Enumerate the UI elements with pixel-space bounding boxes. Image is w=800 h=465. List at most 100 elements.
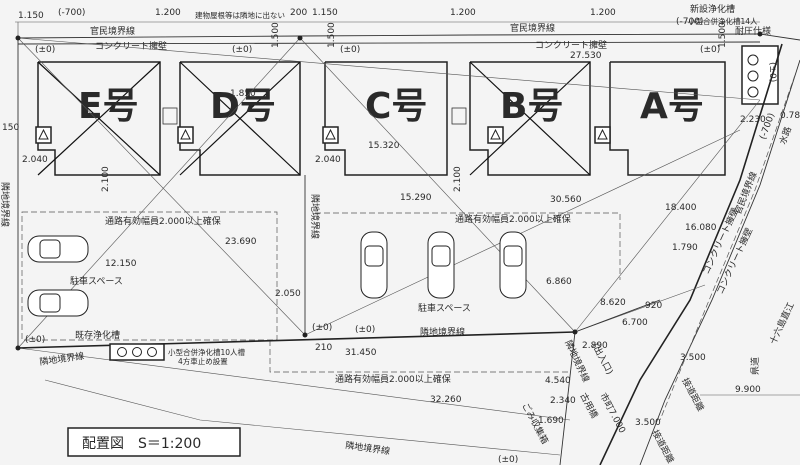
dim-2100-right: 2.100 — [453, 166, 463, 192]
dim-30560: 30.560 — [550, 195, 582, 205]
dim-1690: 1.690 — [538, 416, 564, 426]
dim-920: 920 — [645, 301, 662, 311]
existing-septic-label: 既存浄化槽 — [75, 329, 120, 341]
concrete-retaining-label-left: コンクリート擁壁 — [95, 40, 167, 52]
level-minus700-left: (-700) — [58, 8, 85, 18]
dim-2040-mid: 2.040 — [315, 155, 341, 165]
unit-E: E号 — [35, 61, 161, 176]
road-width-label-bottom: 通路有効幅員2.000以上確保 — [335, 373, 451, 385]
entrance-left-edge — [559, 331, 576, 465]
dim-3500-a: 3.500 — [680, 353, 706, 363]
dim-32260: 32.260 — [430, 395, 462, 405]
unit-C-label: C号 — [365, 86, 427, 127]
parking-label-center: 駐車スペース — [418, 302, 471, 314]
dim-15290: 15.290 — [400, 193, 432, 203]
dim-1500-a: 1.500 — [271, 22, 281, 48]
road-width-label-1: 通路有効幅員2.000以上確保 — [105, 215, 221, 227]
right-boundary-line — [599, 43, 783, 465]
dim-1200-c: 1.200 — [590, 8, 616, 18]
dim-8620: 8.620 — [600, 298, 626, 308]
dim-1200-a: 1.200 — [155, 8, 181, 18]
diag-top-long — [17, 37, 761, 101]
road-distance-label-2: 接道距離 — [649, 428, 677, 465]
road-edge-line — [639, 59, 800, 465]
car-body — [360, 231, 388, 299]
level-zero-bottom-left: (±0) — [25, 335, 45, 345]
ancient-road-label: 古用橋 — [577, 391, 600, 420]
boundary-point — [15, 345, 21, 351]
car-body — [27, 235, 89, 263]
prefecture-road-label: 県道 — [749, 357, 761, 375]
driveway-top-line — [315, 212, 621, 280]
dim-0780: 0.780 — [780, 111, 800, 121]
dim-9900: 9.900 — [735, 385, 761, 395]
dim-2050: 2.050 — [275, 289, 301, 299]
septic-manhole-2 — [747, 70, 759, 82]
car-center-3 — [499, 231, 527, 299]
dim-3500-b: 3.500 — [635, 418, 661, 428]
unit-C-entry-triangle-icon — [325, 128, 336, 140]
septic-10-label: 小型合併浄化槽10人槽 — [168, 347, 246, 357]
car-left-1 — [27, 235, 89, 263]
public-boundary-label-right: 官民境界線 — [510, 22, 555, 34]
dim-1790: 1.790 — [672, 243, 698, 253]
driveway-bottom-line — [269, 340, 570, 373]
road-center-line — [659, 74, 796, 421]
dim-2340: 2.340 — [550, 396, 576, 406]
unit-E-entry-triangle-icon — [38, 128, 49, 140]
unit-B-stair — [451, 107, 467, 125]
plan-title: 配置図 S＝1:200 — [82, 436, 201, 452]
unit-B: B号 — [451, 61, 591, 176]
car-center-2 — [427, 231, 455, 299]
entrance-top-edge — [574, 299, 661, 333]
car-body — [27, 289, 89, 317]
neighbor-boundary-label-bottom-left: 隣地境界線 — [39, 350, 85, 368]
level-zero-bottom-center: (±0) — [355, 325, 375, 335]
unit-B-entry-triangle-icon — [490, 128, 501, 140]
car-window — [431, 245, 451, 267]
unit-A-entry-triangle-icon — [597, 128, 608, 140]
car-stop-label: 4方車止め設置 — [178, 356, 228, 366]
car-window — [39, 239, 61, 259]
car-window — [364, 245, 384, 267]
unit-E-label: E号 — [78, 86, 139, 127]
retaining-wall-line — [17, 41, 761, 45]
diag-right-short — [574, 99, 761, 333]
dim-2890: 2.890 — [582, 341, 608, 351]
unit-B-cross-b — [469, 61, 591, 176]
unit-D-label: D号 — [210, 86, 276, 127]
top-right-boundary — [759, 33, 800, 41]
level-zero-septic: (±0) — [767, 62, 777, 82]
dim-1200-b: 1.200 — [450, 8, 476, 18]
existing-septic-tank — [109, 343, 165, 361]
dim-1500-c: 1.500 — [718, 22, 728, 48]
septic-manhole-1 — [747, 54, 759, 66]
neighbor-boundary-label-center: 隣地境界線 — [420, 326, 465, 338]
septic-manhole-3 — [747, 86, 759, 98]
neighbor-boundary-label-left: 隣地境界線 — [0, 182, 11, 227]
level-zero-top-left: (±0) — [35, 45, 55, 55]
dim-23690: 23.690 — [225, 237, 257, 247]
car-window — [503, 245, 523, 267]
unit-B-label: B号 — [500, 86, 563, 127]
car-center-1 — [360, 231, 388, 299]
dim-27530: 27.530 — [570, 51, 602, 61]
level-zero-top-c: (±0) — [340, 45, 360, 55]
dim-2100-left: 2.100 — [101, 166, 111, 192]
public-boundary-label-left: 官民境界線 — [90, 25, 135, 37]
title-box — [67, 427, 241, 457]
concrete-retaining-label-right: コンクリート擁壁 — [535, 39, 607, 51]
dim-18400: 18.400 — [665, 203, 697, 213]
existing-manhole-3 — [147, 347, 157, 357]
road-width-label-2: 通路有効幅員2.000以上確保 — [455, 213, 571, 225]
unit-D-stair — [162, 107, 178, 125]
boundary-point — [757, 31, 763, 37]
dim-210: 210 — [315, 343, 332, 353]
dim-150: 150 — [2, 123, 19, 133]
car-body — [499, 231, 527, 299]
level-zero-bottom: (±0) — [498, 455, 518, 465]
dim-6860: 6.860 — [546, 277, 572, 287]
parking-label-left: 駐車スペース — [70, 275, 123, 287]
dim-200: 200 — [290, 8, 307, 18]
